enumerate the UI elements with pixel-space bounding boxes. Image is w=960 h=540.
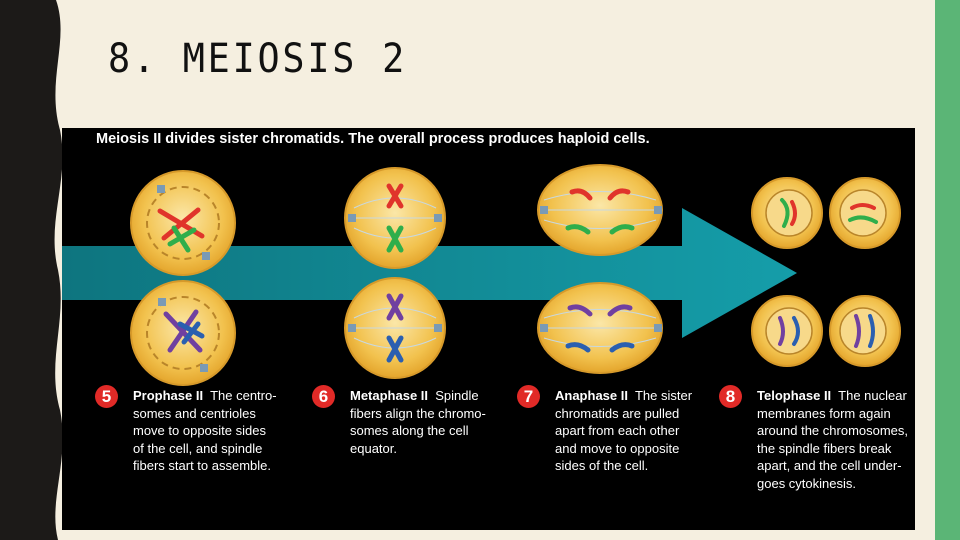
step-description: Telophase II The nuclear membranes form … <box>757 387 908 492</box>
step-line: somes and centrioles <box>133 405 256 421</box>
torn-paper-edge <box>0 0 62 540</box>
step-number-badge: 6 <box>312 385 335 408</box>
step-line: apart from each other <box>555 423 680 438</box>
step-line: The nuclear <box>838 388 907 403</box>
step-line: fibers align the chromo- <box>350 405 486 421</box>
cell-telophase-3 <box>751 295 823 367</box>
step-line: around the chromosomes, <box>757 423 909 438</box>
cell-prophase-bottom <box>130 280 236 386</box>
step-line: fibers start to assemble. <box>133 458 271 473</box>
step-line: Spindle <box>435 388 479 403</box>
step-title: Anaphase II <box>555 388 628 403</box>
cell-anaphase-bottom <box>537 282 663 374</box>
step-line: The centro- <box>210 388 277 403</box>
step-line: the spindle fibers break <box>757 440 892 456</box>
step-number-badge: 5 <box>95 385 118 408</box>
step-title: Prophase II <box>133 388 204 403</box>
step-line: of the cell, and spindle <box>133 440 263 456</box>
step-line: The sister <box>634 388 693 403</box>
slide-title: 8. MEIOSIS 2 <box>108 36 407 82</box>
step-number-badge: 8 <box>719 385 742 408</box>
step-line: equator. <box>350 440 397 456</box>
meiosis-illustration <box>62 164 901 386</box>
step-title: Telophase II <box>757 388 832 403</box>
step-line: sides of the cell. <box>555 458 649 473</box>
cell-metaphase-bottom <box>344 277 446 379</box>
cell-metaphase-top <box>344 167 446 269</box>
step-line: chromatids are pulled <box>555 405 680 421</box>
cell-prophase-top <box>130 170 236 276</box>
cell-telophase-2 <box>829 177 901 249</box>
accent-bar <box>935 0 960 540</box>
figure-caption: Meiosis II divides sister chromatids. Th… <box>96 131 650 147</box>
step-line: somes along the cell <box>350 423 469 438</box>
step-description: Prophase II The centro- somes and centri… <box>133 387 277 475</box>
cell-telophase-4 <box>829 295 901 367</box>
step-line: apart, and the cell under- <box>757 458 902 473</box>
meiosis-figure: Meiosis II divides sister chromatids. Th… <box>62 128 915 530</box>
step-number-badge: 7 <box>517 385 540 408</box>
step-line: and move to opposite <box>555 440 680 456</box>
step-title: Metaphase II <box>350 388 429 403</box>
step-line: move to opposite sides <box>133 423 266 438</box>
cell-anaphase-top <box>537 164 663 256</box>
step-description: Metaphase II Spindle fibers align the ch… <box>350 387 486 457</box>
step-description: Anaphase II The sister chromatids are pu… <box>555 387 692 475</box>
step-line: membranes form again <box>757 405 891 421</box>
step-line: goes cytokinesis. <box>757 475 856 491</box>
process-arrow <box>62 208 797 338</box>
cell-telophase-1 <box>751 177 823 249</box>
